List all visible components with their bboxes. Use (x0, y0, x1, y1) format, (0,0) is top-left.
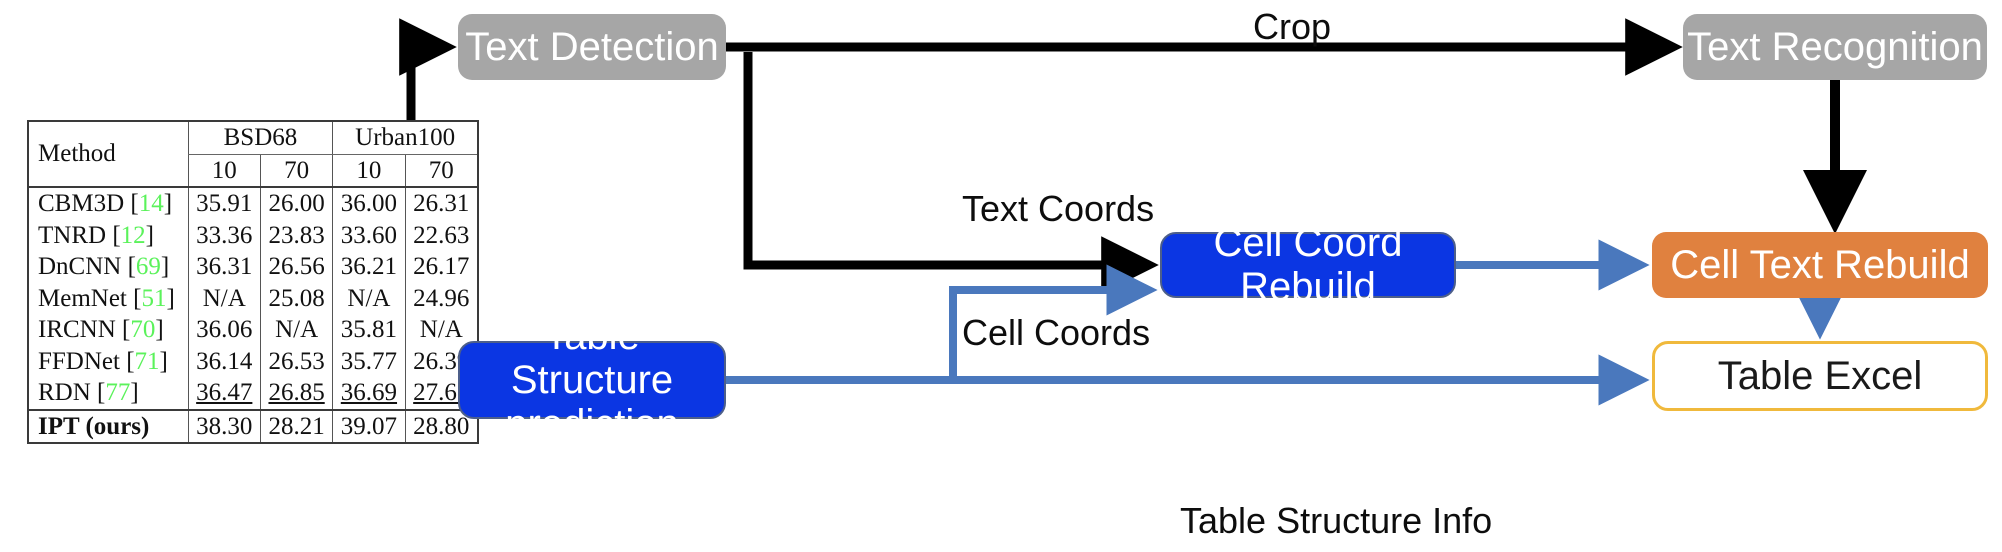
edge-label-cell-coords: Cell Coords (962, 312, 1151, 353)
cell-value: 38.30 (187, 408, 261, 444)
cell-value: 26.00 (259, 186, 333, 220)
node-cell-coord-rebuild-label: Cell Coord Rebuild (1213, 221, 1403, 309)
citation-ref: 14 (138, 190, 164, 217)
cell-value: N/A (187, 282, 261, 314)
cell-method: IRCNN [70] (26, 314, 189, 346)
cell-value: 36.69 (332, 377, 406, 410)
cell-value: 26.85 (259, 377, 333, 410)
cell-value: 36.31 (187, 251, 261, 283)
header-bsd68-70: 70 (259, 154, 333, 188)
cell-value: 39.07 (332, 408, 406, 444)
node-table-structure-line1: Table Structure (510, 314, 674, 402)
header-urban100-70: 70 (404, 154, 479, 188)
cell-method: DnCNN [69] (26, 251, 189, 283)
edge-text-coords (743, 52, 1159, 294)
cell-value: 36.21 (332, 251, 406, 283)
citation-ref: 70 (130, 316, 156, 343)
cell-value: 23.83 (259, 219, 333, 251)
psnr-table: Method BSD68 Urban100 10 70 10 70 CBM3D … (26, 120, 480, 444)
source-table-figure: Method BSD68 Urban100 10 70 10 70 CBM3D … (26, 120, 480, 444)
cell-value: N/A (259, 314, 333, 346)
citation-ref: 77 (105, 379, 131, 406)
cell-method: RDN [77] (26, 377, 189, 410)
cell-value: 35.81 (332, 314, 406, 346)
cell-method: MemNet [51] (26, 282, 189, 314)
cell-value: 33.60 (332, 219, 406, 251)
cell-value: 33.36 (187, 219, 261, 251)
cell-value: 26.56 (259, 251, 333, 283)
node-cell-text-rebuild-label: Cell Text Rebuild (1670, 243, 1970, 287)
header-group-bsd68: BSD68 (187, 120, 333, 155)
cell-method: CBM3D [14] (26, 186, 189, 220)
node-text-recognition[interactable]: Text Recognition (1683, 14, 1987, 80)
header-group-urban100: Urban100 (332, 120, 480, 155)
node-table-structure-line2: prediction (505, 402, 679, 446)
header-bsd68-10: 10 (187, 154, 261, 188)
table-header-row-groups: Method BSD68 Urban100 (26, 120, 480, 188)
cell-value: N/A (332, 282, 406, 314)
node-table-excel-label: Table Excel (1717, 354, 1923, 398)
cell-method: IPT (ours) (26, 408, 189, 444)
cell-value: 36.47 (187, 377, 261, 410)
cell-value: 22.63 (404, 219, 479, 251)
node-cell-coord-rebuild[interactable]: Cell Coord Rebuild (1160, 221, 1456, 309)
cell-value: 36.06 (187, 314, 261, 346)
header-urban100-10: 10 (332, 154, 406, 188)
header-method: Method (26, 120, 189, 188)
cell-value: 28.21 (259, 408, 333, 444)
cell-value: N/A (404, 314, 479, 346)
node-cell-text-rebuild[interactable]: Cell Text Rebuild (1652, 232, 1988, 298)
table-head: Method BSD68 Urban100 10 70 10 70 (26, 120, 480, 188)
cell-value: 35.77 (332, 345, 406, 377)
node-table-excel[interactable]: Table Excel (1652, 341, 1988, 411)
node-text-detection[interactable]: Text Detection (458, 14, 726, 80)
citation-ref: 51 (141, 284, 167, 312)
edge-label-text-coords: Text Coords (962, 188, 1155, 229)
cell-method: TNRD [12] (26, 219, 189, 251)
cell-value: 24.96 (404, 282, 479, 314)
edge-label-crop: Crop (1253, 6, 1332, 47)
edge-label-table-structure-info: Table Structure Info (1180, 500, 1493, 541)
node-table-structure-prediction[interactable]: Table Structure prediction (458, 314, 726, 446)
cell-method: FFDNet [71] (26, 345, 189, 377)
table-header-row-sublevels: 10 70 10 70 (28, 154, 479, 188)
citation-ref: 12 (120, 221, 146, 249)
cell-value: 35.91 (187, 186, 261, 220)
node-text-detection-label: Text Detection (465, 25, 719, 69)
cell-value: 26.17 (404, 251, 479, 283)
node-table-structure-prediction-label: Table Structure prediction (460, 314, 724, 446)
node-text-recognition-label: Text Recognition (1687, 25, 1983, 69)
cell-value: 36.00 (332, 186, 406, 220)
cell-value: 26.53 (259, 345, 333, 377)
citation-ref: 69 (135, 253, 161, 280)
cell-value: 36.14 (187, 345, 261, 377)
cell-value: 25.08 (259, 282, 333, 314)
cell-value: 26.31 (404, 186, 479, 220)
citation-ref: 71 (134, 347, 160, 375)
